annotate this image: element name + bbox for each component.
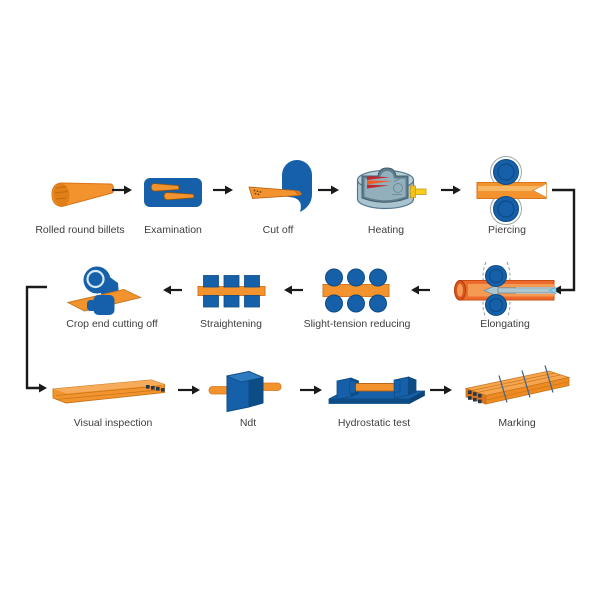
step-label: Piercing [488, 224, 526, 236]
flow-arrow [300, 385, 322, 395]
ndt-box-icon [208, 370, 282, 413]
step-straightening: Straightening [197, 275, 266, 330]
examination-tray-icon [144, 178, 202, 207]
flame-icon [367, 176, 390, 180]
flow-arrow [411, 285, 430, 295]
flow-arrow [430, 385, 452, 395]
pipe-bundle-icon [464, 365, 571, 405]
crop-end-cutter-icon [66, 266, 142, 315]
billet-icon [51, 182, 115, 208]
step-heating: Heating [356, 167, 427, 236]
step-hydrostatic-test: Hydrostatic test [328, 376, 425, 429]
step-marking: Marking [464, 365, 571, 429]
step-examination: Examination [144, 178, 202, 236]
connector-right-elbow [552, 188, 576, 295]
step-visual-inspection: Visual inspection [52, 379, 165, 429]
step-label: Cut off [263, 224, 294, 236]
step-label: Examination [144, 224, 202, 236]
flow-arrow [318, 185, 339, 195]
piercing-rollers-icon [476, 156, 547, 225]
connector-left-elbow [25, 285, 47, 393]
hydrostatic-bench-icon [328, 376, 425, 405]
flow-arrow [112, 185, 132, 195]
step-label: Marking [498, 417, 536, 429]
tension-reducing-rolls-icon [322, 268, 390, 313]
bundle-straps [498, 365, 554, 403]
flow-arrow [213, 185, 233, 195]
step-label: Heating [368, 224, 404, 236]
step-piercing: Piercing [476, 156, 547, 236]
cutoff-blade-icon [248, 160, 312, 212]
elongating-mandrel-icon [454, 261, 557, 319]
step-elongating: Elongating [454, 261, 557, 330]
step-rolled-round-billets: Rolled round billets [35, 182, 125, 236]
step-cut-off: Cut off [248, 160, 312, 236]
step-label: Visual inspection [74, 417, 153, 429]
step-label: Straightening [200, 318, 262, 330]
step-ndt: Ndt [208, 370, 282, 429]
step-label: Elongating [480, 318, 530, 330]
flow-arrow [178, 385, 200, 395]
step-slight-tension-reducing: Slight-tension reducing [304, 268, 411, 330]
flow-arrow [441, 185, 461, 195]
straightening-rolls-icon [197, 275, 266, 308]
step-crop-end-cutting-off: Crop end cutting off [66, 266, 158, 330]
flow-arrow [284, 285, 303, 295]
furnace-icon [356, 167, 427, 210]
step-label: Hydrostatic test [338, 417, 410, 429]
step-label: Slight-tension reducing [304, 318, 411, 330]
pipe-stack-icon [52, 379, 165, 404]
step-label: Crop end cutting off [66, 318, 158, 330]
step-label: Rolled round billets [35, 224, 124, 236]
step-label: Ndt [240, 417, 256, 429]
flow-arrow [163, 285, 182, 295]
